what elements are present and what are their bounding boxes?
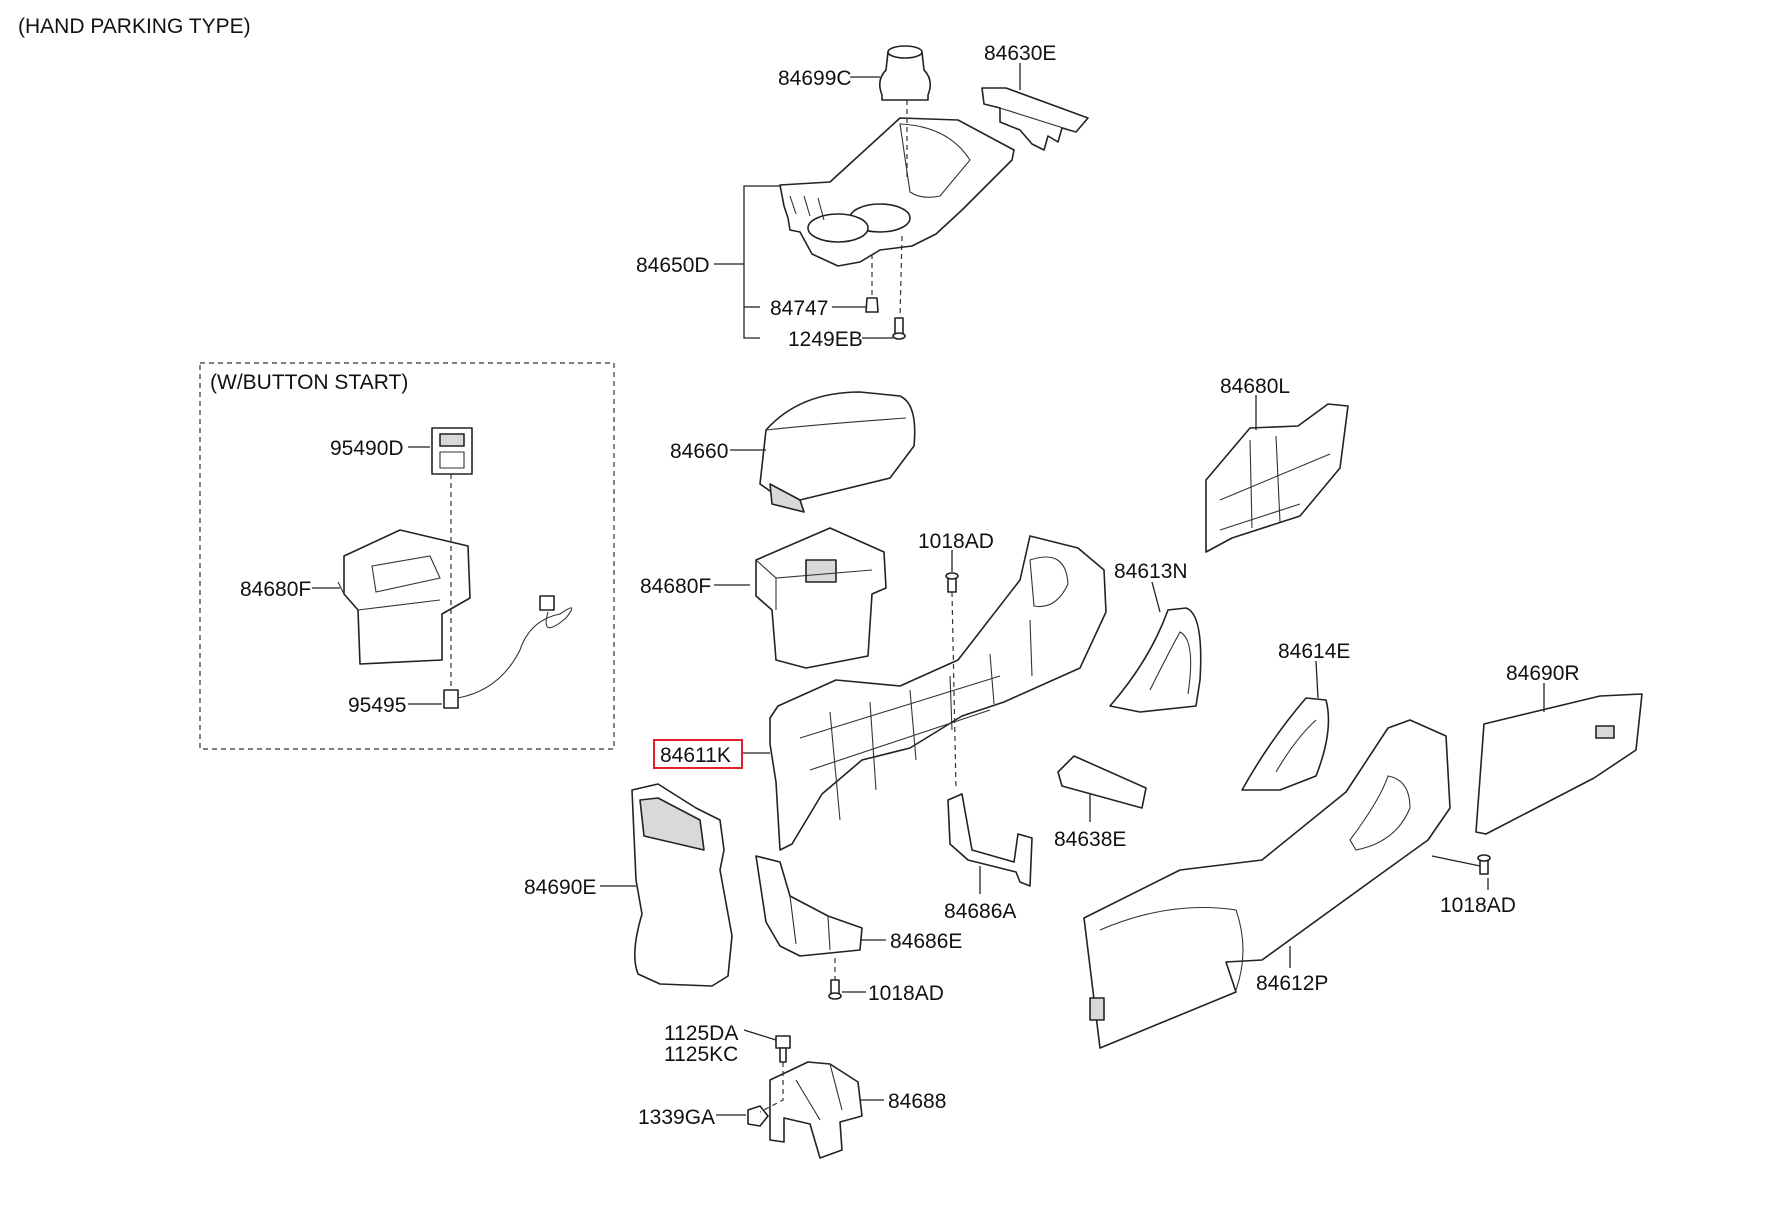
part-95495-antenna [443,595,573,709]
part-1018AD-bottom-screw [828,979,842,1000]
part-95490D-switch [431,427,473,475]
part-labels: 84699C 84630E 84650D 84747 1249EB 95490D… [240,42,1580,1129]
inset-frame [199,362,615,750]
leader-lines [312,63,1545,1116]
label-1125DA: 1125DA [664,1022,738,1045]
part-84613N-trim [1109,607,1202,713]
label-84688: 84688 [888,1090,946,1113]
label-84611K: 84611K [660,744,731,767]
part-84612P-console-lower [1083,719,1451,1049]
part-84680F-box [755,527,887,669]
part-84680F-inset-box [337,529,471,665]
part-84660-armrest [759,391,916,513]
label-84699C: 84699C [778,67,852,90]
label-84690E: 84690E [524,876,596,899]
part-1018AD-top-screw [945,572,959,593]
part-1339GA-nut [747,1105,769,1127]
part-84680L-panel [1205,403,1349,553]
label-1125KC: 1125KC [664,1043,738,1066]
label-84680F-inset: 84680F [240,578,311,601]
part-84699C-knob [878,45,932,101]
label-84630E: 84630E [984,42,1056,65]
label-95495: 95495 [348,694,406,717]
part-84630E-cover [981,87,1089,151]
part-84686A-bracket [947,793,1033,887]
label-84680L: 84680L [1220,375,1290,398]
label-1249EB: 1249EB [788,328,863,351]
highlight-box-84611K [653,739,743,769]
label-84614E: 84614E [1278,640,1350,663]
part-84611K-bracket [769,535,1107,851]
label-84686E: 84686E [890,930,962,953]
label-84650D: 84650D [636,254,710,277]
diagram-title: (HAND PARKING TYPE) [18,15,251,38]
part-1125DA-bolt [775,1035,791,1063]
part-84747-clip [865,297,879,313]
part-1018AD-right-screw [1477,854,1491,875]
label-1339GA: 1339GA [638,1106,715,1129]
label-84747: 84747 [770,297,828,320]
part-84688-bracket [769,1061,863,1159]
part-84638E-rail [1057,755,1147,809]
part-84690R-cover [1475,693,1643,835]
label-84638E: 84638E [1054,828,1126,851]
part-84650D-console-upper [779,117,1015,267]
part-84686E-bracket [755,855,863,957]
inset-title: (W/BUTTON START) [210,371,408,394]
label-84686A: 84686A [944,900,1016,923]
label-84680F: 84680F [640,575,711,598]
label-95490D: 95490D [330,437,404,460]
label-84613N: 84613N [1114,560,1188,583]
button-start-inset: (W/BUTTON START) [199,362,615,750]
label-1018AD-bottom: 1018AD [868,982,944,1005]
label-84660: 84660 [670,440,728,463]
part-84614E-trim [1241,697,1330,791]
label-1018AD-top: 1018AD [918,530,994,553]
part-84690E-cover [631,783,733,987]
label-1018AD-right: 1018AD [1440,894,1516,917]
label-84612P: 84612P [1256,972,1328,995]
part-1249EB-screw [892,317,906,340]
label-84690R: 84690R [1506,662,1580,685]
